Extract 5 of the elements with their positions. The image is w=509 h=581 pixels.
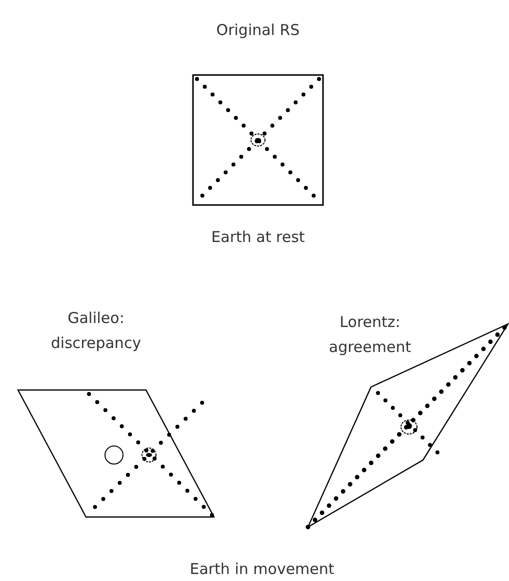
label: Lorentz: agreement <box>328 312 412 358</box>
caption: Earth in movement <box>188 559 336 580</box>
heading: Original RS <box>215 20 301 41</box>
caption: Earth at rest <box>210 227 306 248</box>
label: Galileo: discrepancy <box>50 308 142 354</box>
